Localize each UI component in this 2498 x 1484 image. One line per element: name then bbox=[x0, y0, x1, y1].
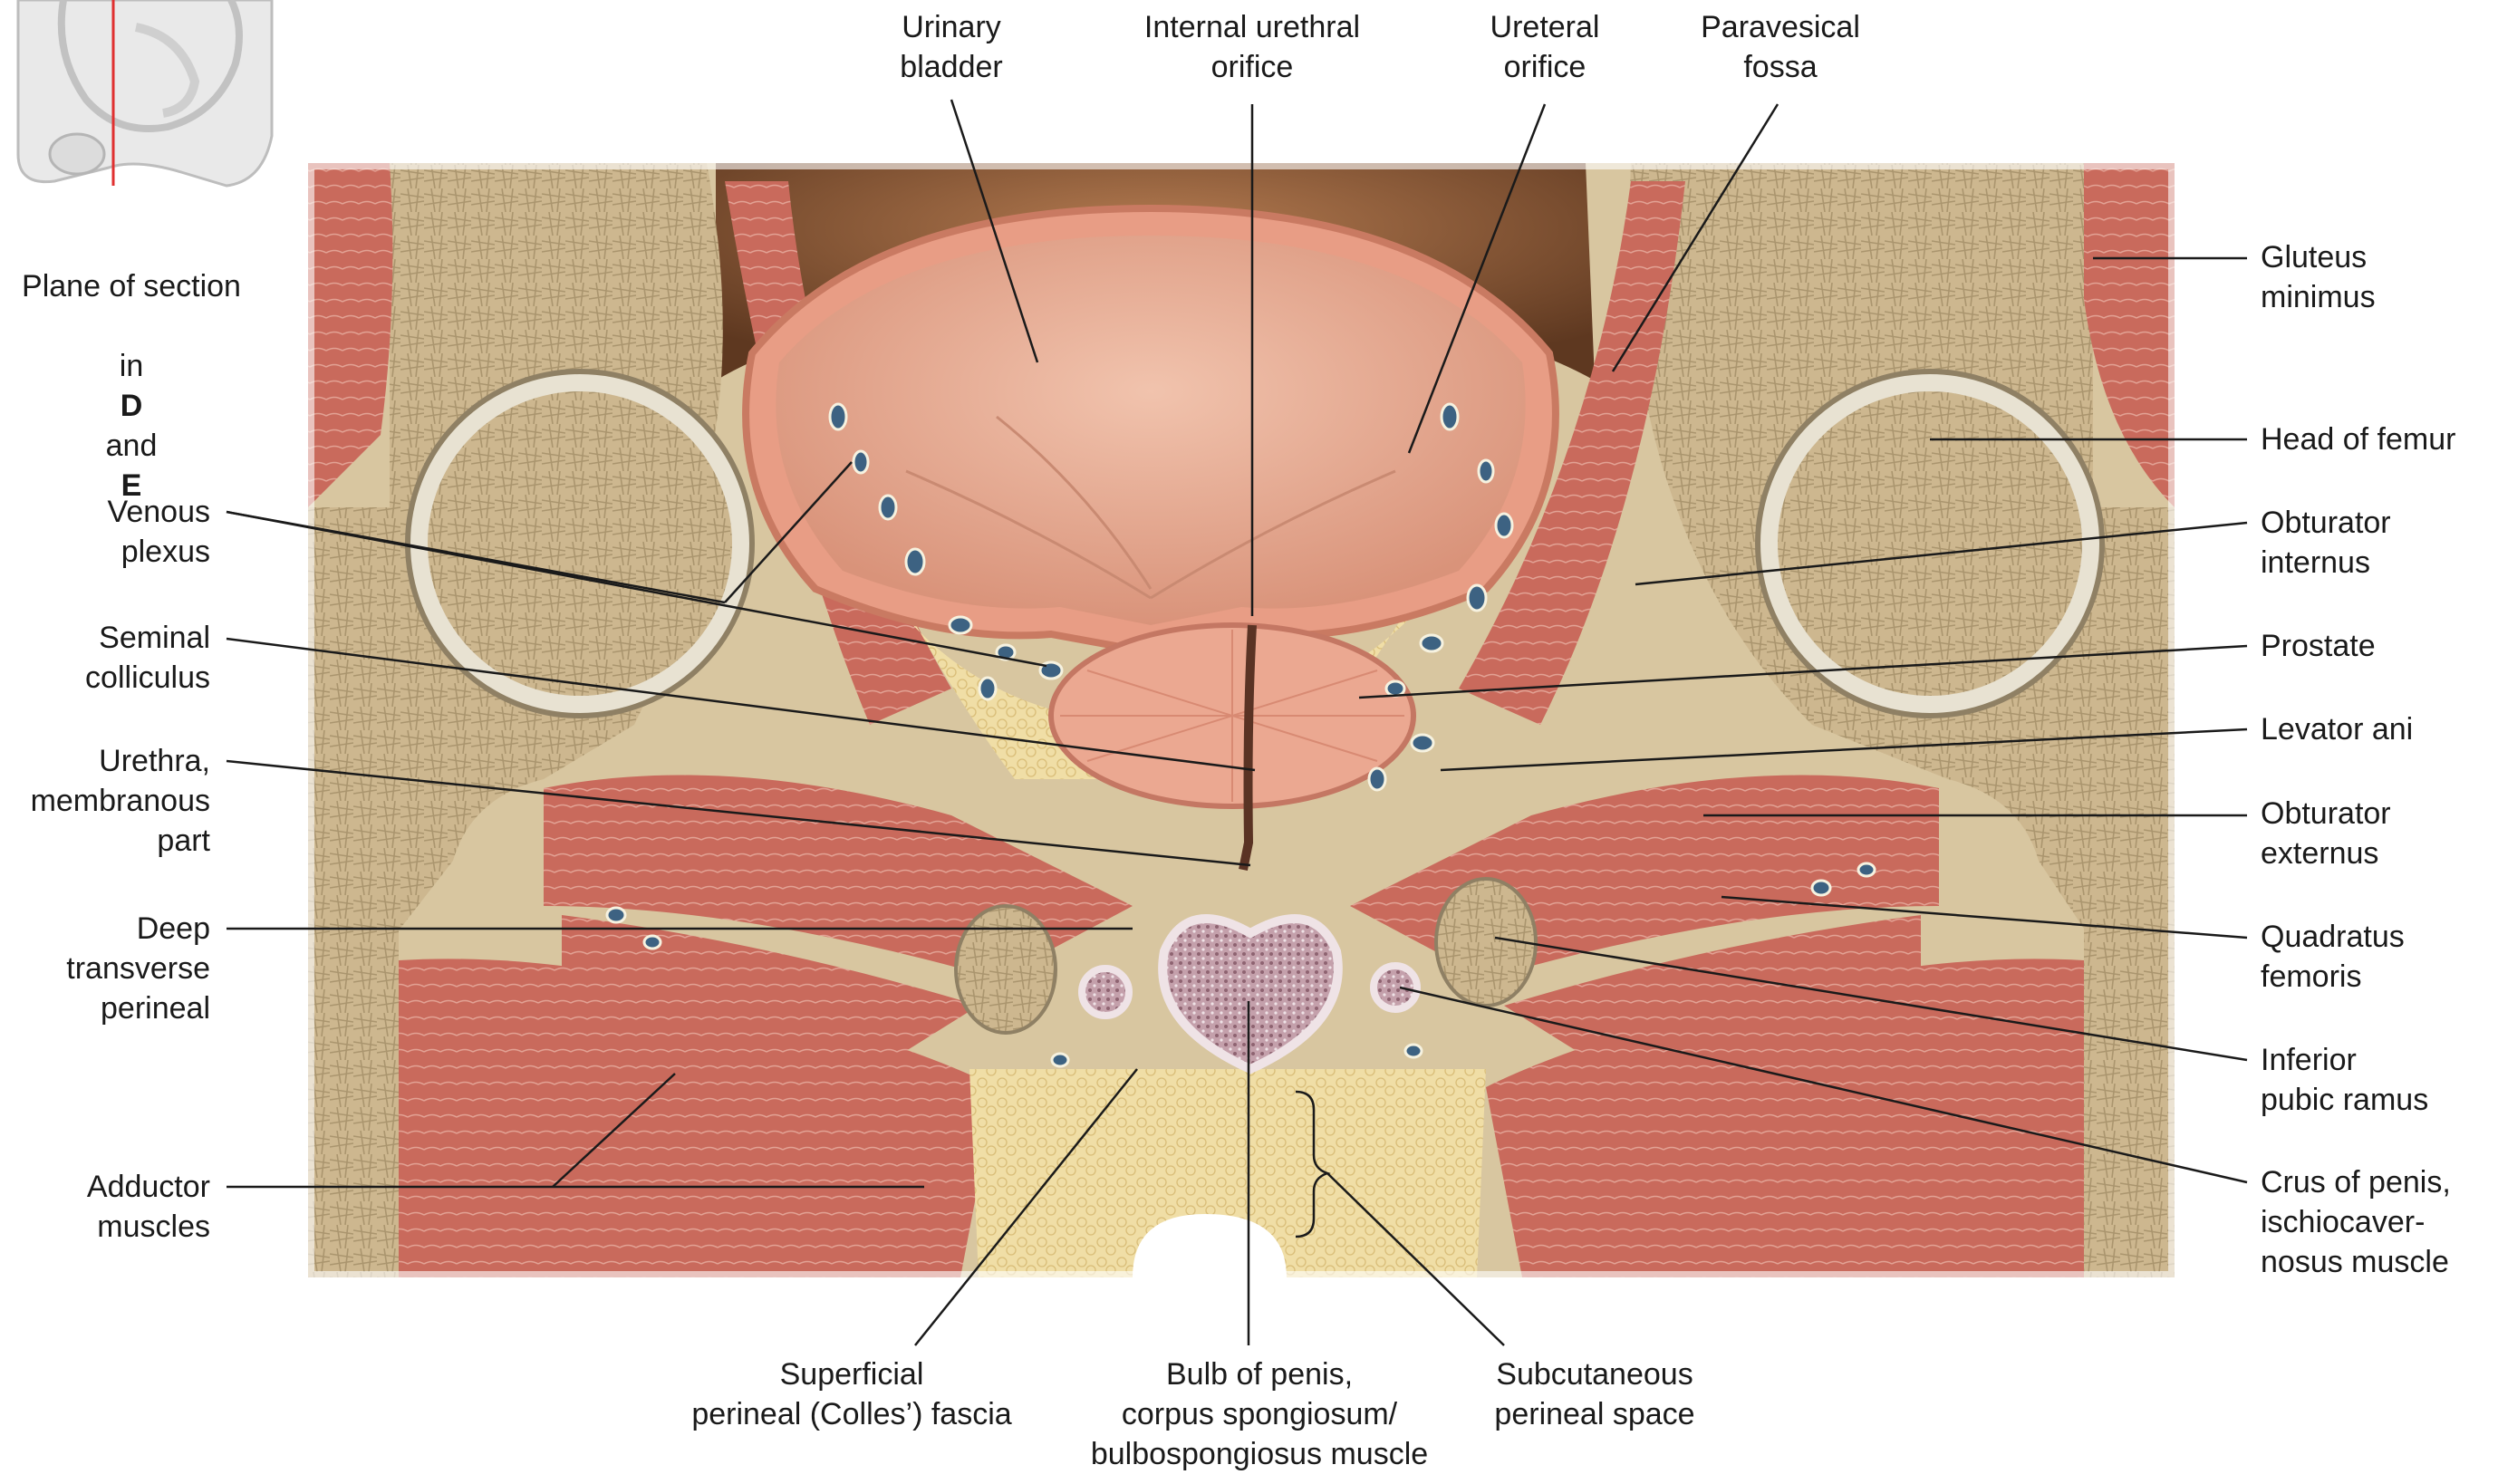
label-paravesical-fossa: Paravesical fossa bbox=[1701, 10, 1860, 84]
section-body bbox=[302, 157, 2181, 1284]
label-head-of-femur: Head of femur bbox=[2261, 422, 2456, 457]
label-obturator-externus: Obturator externus bbox=[2261, 796, 2391, 871]
inset-caption-line1: Plane of section bbox=[22, 269, 241, 304]
bulb-of-penis bbox=[1158, 914, 1343, 1074]
label-seminal-colliculus: Seminal colliculus bbox=[85, 621, 210, 695]
femoral-head-right bbox=[1755, 369, 2105, 718]
section-plane-inset bbox=[16, 0, 274, 188]
label-prostate: Prostate bbox=[2261, 629, 2376, 663]
label-levator-ani: Levator ani bbox=[2261, 712, 2414, 747]
leader-lines bbox=[226, 99, 2248, 1346]
label-venous-plexus: Venous plexus bbox=[107, 495, 210, 569]
label-bulb-of-penis: Bulb of penis, corpus spongiosum/ bulbos… bbox=[1090, 1357, 1429, 1471]
label-deep-transverse-perineal: Deep transverse perineal bbox=[66, 911, 210, 1026]
inset-caption-and: and bbox=[105, 429, 158, 463]
label-adductor-muscles: Adductor muscles bbox=[86, 1170, 210, 1244]
label-urethra-membranous: Urethra, membranous part bbox=[30, 744, 210, 858]
label-ureteral-orifice: Ureteral orifice bbox=[1490, 10, 1600, 84]
label-superficial-perineal-fascia: Superficial perineal (Colles’) fascia bbox=[691, 1357, 1012, 1431]
inset-caption: Plane of section in D and E bbox=[9, 226, 254, 506]
urinary-bladder bbox=[742, 204, 1559, 657]
label-internal-urethral-orifice: Internal urethral orifice bbox=[1143, 10, 1361, 84]
inset-caption-in: in bbox=[119, 349, 144, 383]
inset-caption-e: E bbox=[121, 468, 142, 503]
inset-caption-d: D bbox=[120, 389, 143, 423]
label-quadratus-femoris: Quadratus femoris bbox=[2261, 920, 2405, 994]
label-subcutaneous-perineal-space: Subcutaneous perineal space bbox=[1494, 1357, 1695, 1431]
femoral-head-left bbox=[405, 369, 755, 718]
label-inferior-pubic-ramus: Inferior pubic ramus bbox=[2261, 1043, 2429, 1117]
label-crus-of-penis: Crus of penis, ischiocaver- nosus muscle bbox=[2261, 1165, 2451, 1279]
prostate-gland bbox=[1048, 622, 1416, 809]
label-gluteus-minimus: Gluteus minimus bbox=[2261, 240, 2376, 314]
label-obturator-internus: Obturator internus bbox=[2261, 506, 2391, 580]
label-urinary-bladder: Urinary bladder bbox=[900, 10, 1003, 84]
